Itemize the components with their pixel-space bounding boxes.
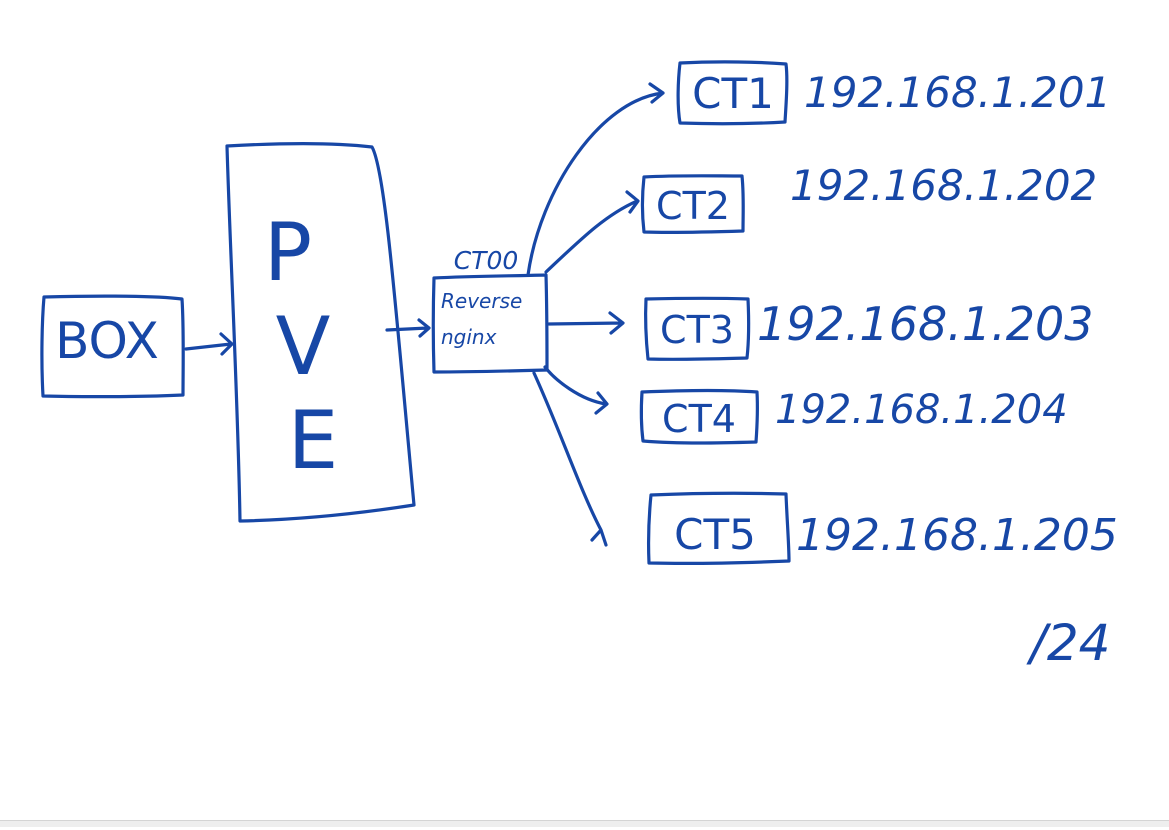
container-ip: 192.168.1.205 — [796, 510, 1118, 561]
container-box — [676, 60, 789, 126]
link-proxy-ct3 — [547, 311, 625, 335]
link-proxy-ct4 — [543, 365, 609, 415]
link-proxy-ct1 — [526, 82, 665, 277]
link-proxy-ct5 — [532, 371, 608, 547]
box-label: BOX — [55, 312, 159, 370]
container-ip: 192.168.1.203 — [757, 297, 1094, 351]
container-box — [640, 174, 745, 235]
link-proxy-ct2 — [544, 190, 640, 274]
pve-letter-v: V — [276, 300, 331, 393]
proxy-title: CT00 — [454, 246, 519, 275]
container-ip: 192.168.1.204 — [775, 387, 1068, 433]
container-label: CT1 — [692, 69, 774, 118]
container-ip: 192.168.1.201 — [804, 68, 1111, 117]
scan-bottom-edge — [0, 820, 1169, 827]
arrow-pve-to-proxy — [385, 318, 431, 338]
pve-letter-e: E — [288, 394, 339, 487]
container-ct5: CT5 192.168.1.205 — [647, 491, 1118, 565]
container-box — [647, 491, 791, 565]
proxy-line-2: nginx — [441, 325, 497, 349]
container-ct2: CT2 192.168.1.202 — [640, 161, 1097, 235]
container-ct1: CT1 192.168.1.201 — [676, 60, 1111, 126]
box-node — [40, 294, 185, 399]
container-label: CT5 — [674, 510, 756, 559]
arrow-box-to-pve — [184, 332, 234, 356]
container-label: CT2 — [656, 184, 730, 228]
container-label: CT3 — [660, 308, 734, 352]
subnet-mask: /24 — [1026, 614, 1110, 672]
container-box — [639, 388, 760, 445]
pve-node — [225, 141, 416, 523]
container-box — [644, 296, 751, 362]
container-ct3: CT3 192.168.1.203 — [644, 296, 1094, 362]
container-label: CT4 — [662, 397, 736, 441]
pve-letter-p: P — [264, 206, 312, 299]
container-ct4: CT4 192.168.1.204 — [639, 387, 1068, 445]
proxy-line-1: Reverse — [441, 289, 522, 313]
container-ip: 192.168.1.202 — [790, 161, 1097, 210]
